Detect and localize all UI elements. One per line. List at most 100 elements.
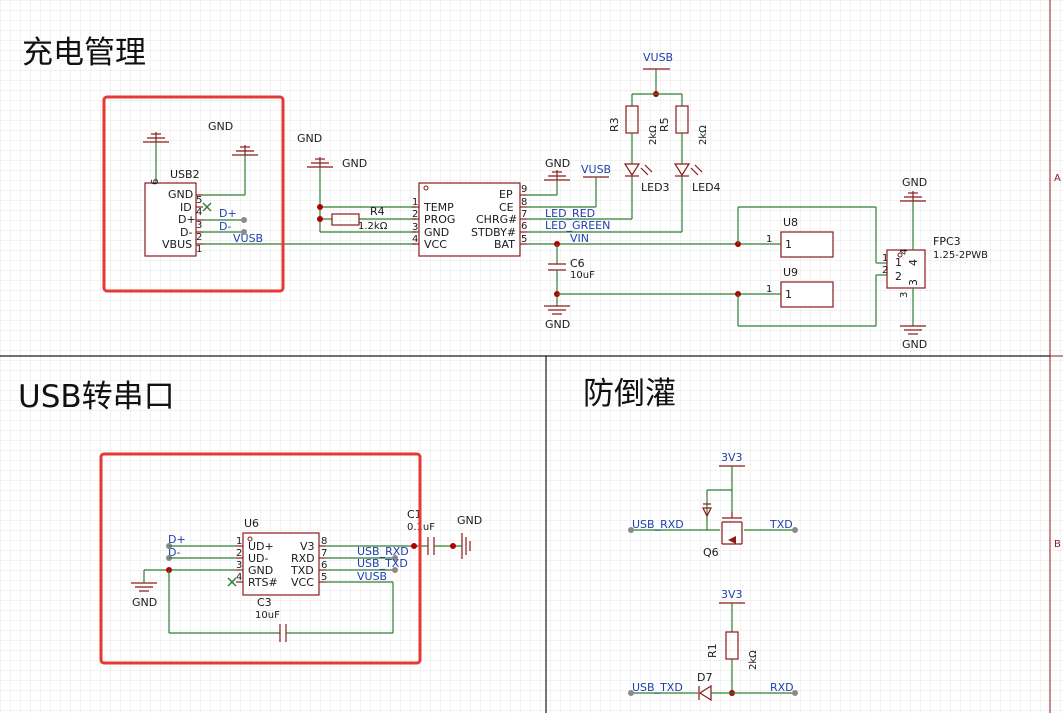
u6-num-7: 7 — [321, 548, 327, 559]
gnd-label: GND — [342, 157, 367, 170]
gnd-label: GND — [297, 132, 322, 145]
net-label-vin: VIN — [570, 232, 589, 245]
battery-connectors: U8 1 1 U9 1 1 FPC3 1.25-2PWB 1 2 1 2 4 4… — [735, 176, 988, 351]
usb2-connector[interactable]: GND USB2 6 GND ID D+ D- VBUS 5 4 3 2 1 D… — [143, 120, 263, 257]
c1-ref: C1 — [407, 508, 422, 521]
pin1-marker — [247, 536, 253, 542]
u6-pin-txd: TXD — [290, 564, 314, 577]
net-label-dp: D+ — [219, 207, 237, 220]
chg-pin-ep: EP — [499, 188, 513, 201]
net-port-icon — [392, 567, 398, 573]
net-label-vusb: VUSB — [357, 570, 387, 583]
chg-num-1: 1 — [412, 197, 418, 208]
net-label-rxd: RXD — [770, 681, 794, 694]
r5-ref: R5 — [658, 117, 671, 132]
gnd-symbol — [900, 325, 926, 335]
net-label-vusb: VUSB — [233, 232, 263, 245]
fpc3-ref: FPC3 — [933, 235, 961, 248]
u9-ref: U9 — [783, 266, 798, 279]
net-label-usb-rxd: USB_RXD — [632, 518, 684, 531]
chg-pin-prog: PROG — [424, 213, 455, 226]
section-title-usb-serial: USB转串口 — [18, 379, 175, 415]
usb2-num-1: 1 — [196, 244, 202, 255]
c3-value: 10uF — [255, 610, 280, 621]
junction — [317, 204, 323, 210]
r1-value: 2kΩ — [748, 650, 759, 670]
chg-pin-stdby: STDBY# — [471, 226, 516, 239]
gnd-label: GND — [457, 514, 482, 527]
u6-pin-vcc: VCC — [291, 576, 314, 589]
fpc3-num-3: 3 — [899, 292, 910, 298]
gnd-label: GND — [545, 157, 570, 170]
pin1-marker — [423, 185, 429, 191]
fpc3-pin-2: 2 — [895, 270, 902, 283]
usb2-pin6-num: 6 — [150, 179, 161, 185]
d7-ref: D7 — [697, 671, 712, 684]
no-connect-icon — [202, 202, 212, 212]
gnd-label: GND — [132, 596, 157, 609]
led4-ref: LED4 — [692, 181, 721, 194]
fpc3-pin-4: 4 — [907, 259, 920, 266]
c3-ref: C3 — [257, 596, 272, 609]
usb2-pin-vbus: VBUS — [162, 238, 192, 251]
fpc3-pin-1: 1 — [895, 256, 902, 269]
u6-num-4: 4 — [236, 572, 242, 583]
gnd-label: GND — [902, 338, 927, 351]
usb2-num-3: 3 — [196, 220, 202, 231]
chg-num-7: 7 — [521, 209, 527, 220]
u6-pin-gnd: GND — [248, 564, 273, 577]
chg-pin-gnd: GND — [424, 226, 449, 239]
u6-num-5: 5 — [321, 572, 327, 583]
gnd-symbol — [461, 533, 471, 559]
net-port-icon — [628, 527, 634, 533]
chg-num-3: 3 — [412, 222, 418, 233]
q6-ref: Q6 — [703, 546, 719, 559]
r3-ref: R3 — [608, 117, 621, 132]
net-label-dm: D- — [168, 546, 180, 559]
supply-label-3v3: 3V3 — [721, 451, 743, 464]
led3-ref: LED3 — [641, 181, 670, 194]
u8-num: 1 — [766, 234, 772, 245]
usb2-pin-gnd: GND — [168, 188, 193, 201]
chg-pin-chrg: CHRG# — [476, 213, 517, 226]
u8-ref: U8 — [783, 216, 798, 229]
fpc3-value: 1.25-2PWB — [933, 250, 988, 261]
net-label-dm: D- — [219, 220, 231, 233]
led-icon — [673, 163, 691, 177]
led-indicators: VUSB R3 2kΩ R5 2kΩ LED3 LED4 — [608, 51, 721, 194]
usb2-pin-id: ID — [180, 201, 192, 214]
junction — [450, 543, 456, 549]
usb-serial-ic-u6[interactable]: D+ D- GND C3 10uF U6 — [131, 508, 482, 642]
u8-pin: 1 — [785, 238, 792, 251]
chg-pin-ce: CE — [499, 201, 514, 214]
fpc3-num-4: 4 — [899, 249, 910, 255]
r4-ref: R4 — [370, 205, 385, 218]
net-label-vusb: VUSB — [581, 163, 611, 176]
net-label-led-red: LED_RED — [545, 207, 595, 220]
zone-label-b: B — [1054, 539, 1061, 550]
net-label-led-green: LED_GREEN — [545, 219, 610, 232]
chg-num-6: 6 — [521, 221, 527, 232]
u6-ref: U6 — [244, 517, 259, 530]
net-port-icon — [241, 217, 247, 223]
diode-icon — [702, 507, 712, 518]
net-port-icon — [792, 690, 798, 696]
chg-pin-bat: BAT — [494, 238, 515, 251]
chg-pin-temp: TEMP — [423, 201, 454, 214]
u6-pin-rts: RTS# — [248, 576, 278, 589]
usb2-pin-dp: D+ — [178, 213, 196, 226]
net-label-txd: TXD — [769, 518, 793, 531]
c6-ref: C6 — [570, 257, 585, 270]
net-label-usb-txd: USB_TXD — [632, 681, 683, 694]
u6-num-3: 3 — [236, 560, 242, 571]
u6-pin-udp: UD+ — [248, 540, 274, 553]
u6-pin-udm: UD- — [248, 552, 269, 565]
fpc3-pin-3: 3 — [907, 279, 920, 286]
resistor-r4 — [331, 213, 360, 226]
charger-ic[interactable]: GND GND R4 1.2kΩ 1 2 3 4 TEMP PROG GND V… — [297, 132, 527, 257]
pin1-marker — [897, 252, 903, 258]
no-connect-icon — [227, 577, 237, 587]
chg-pin-vcc: VCC — [424, 238, 447, 251]
